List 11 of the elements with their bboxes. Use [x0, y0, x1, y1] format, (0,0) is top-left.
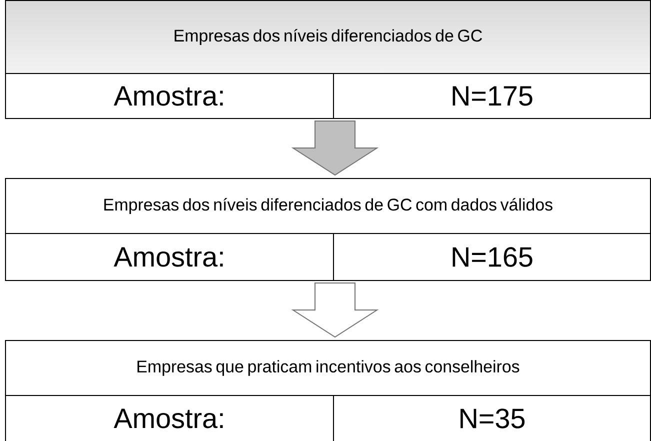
table-cell: Amostra: — [5, 233, 334, 281]
block-arrow — [291, 120, 379, 176]
header-box: Empresas dos níveis diferenciados de GC — [5, 0, 651, 74]
table-cell: Amostra: — [5, 73, 334, 119]
table-cell: Amostra: — [5, 395, 334, 441]
header-box: Empresas que praticam incentivos aos conselheiros — [5, 340, 651, 396]
table-cell: N=35 — [333, 395, 651, 441]
table-cell: N=175 — [333, 73, 651, 119]
header-box: Empresas dos níveis diferenciados de GC com dados válidos — [5, 178, 651, 234]
table-cell: N=165 — [333, 233, 651, 281]
block-arrow — [291, 282, 379, 338]
